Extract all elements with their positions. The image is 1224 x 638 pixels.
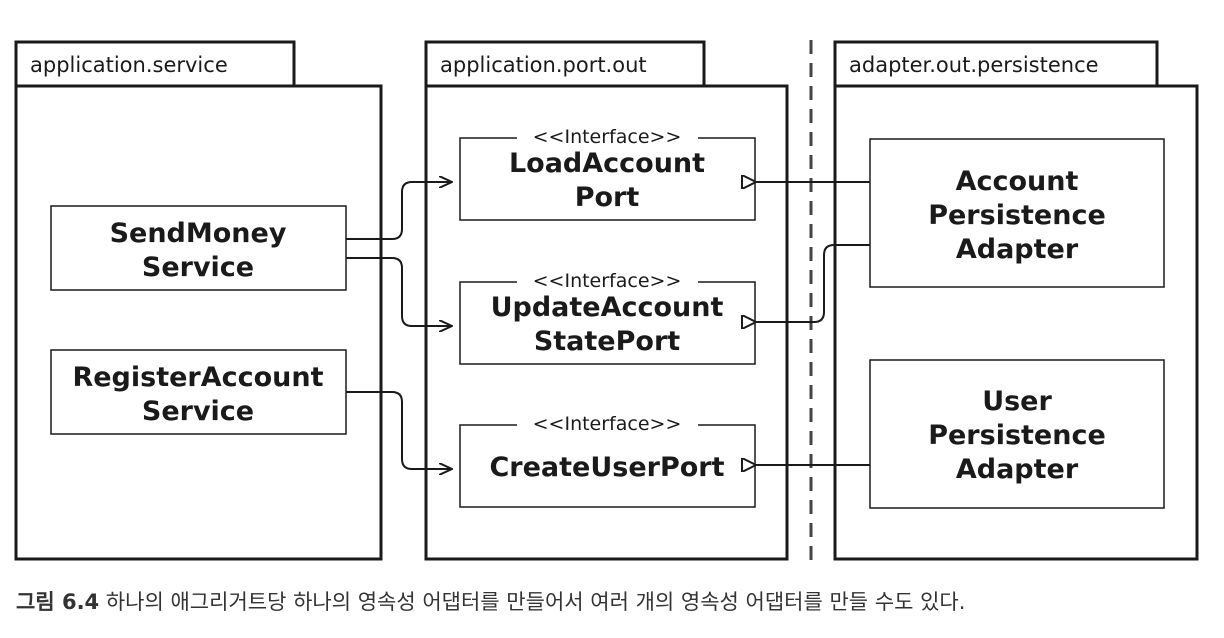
adapter-box-account-persistence: Account Persistence Adapter: [869, 138, 1165, 288]
stereotype-label: <<Interface>>: [533, 126, 682, 148]
figure-number: 그림 6.4: [16, 590, 100, 614]
adapter-name-line: Persistence: [928, 200, 1106, 231]
adapter-name-line: Persistence: [928, 420, 1106, 451]
architecture-diagram: application.service application.port.out…: [14, 40, 1199, 562]
dependency-arrow-sendmoney-to-loadaccount: [346, 182, 452, 240]
port-name-line: LoadAccount: [509, 148, 705, 179]
port-box-load-account: <<Interface>> LoadAccount Port: [459, 126, 756, 221]
port-name-line: CreateUserPort: [489, 452, 724, 483]
adapter-name-line: Adapter: [956, 234, 1079, 265]
package-label: adapter.out.persistence: [849, 53, 1099, 77]
implements-arrow-account-to-updateaccountstate: [756, 244, 870, 322]
adapter-name-line: User: [982, 386, 1052, 417]
adapter-box-user-persistence: User Persistence Adapter: [869, 359, 1165, 509]
package-label: application.port.out: [440, 53, 647, 77]
service-box-send-money: SendMoney Service: [50, 205, 347, 291]
service-name-line: Service: [142, 252, 254, 283]
port-name-line: Port: [575, 182, 640, 213]
service-box-register-account: RegisterAccount Service: [50, 349, 347, 435]
figure-caption: 그림 6.4 하나의 애그리거트당 하나의 영속성 어댑터를 만들어서 여러 개…: [16, 586, 965, 616]
package-application-service: application.service: [14, 40, 383, 561]
service-name-line: Service: [142, 396, 254, 427]
port-box-create-user: <<Interface>> CreateUserPort: [459, 413, 756, 508]
stereotype-label: <<Interface>>: [533, 413, 682, 435]
adapter-name-line: Account: [956, 166, 1079, 197]
service-name-line: RegisterAccount: [72, 362, 323, 393]
figure-caption-text: 하나의 애그리거트당 하나의 영속성 어댑터를 만들어서 여러 개의 영속성 어…: [105, 590, 966, 614]
stereotype-label: <<Interface>>: [533, 270, 682, 292]
adapter-name-line: Adapter: [956, 454, 1079, 485]
port-name-line: UpdateAccount: [491, 292, 724, 323]
port-box-update-account-state: <<Interface>> UpdateAccount StatePort: [459, 270, 756, 365]
dependency-arrow-sendmoney-to-updateaccountstate: [346, 257, 452, 326]
package-label: application.service: [30, 53, 228, 77]
service-name-line: SendMoney: [110, 218, 287, 249]
dependency-arrow-registeraccount-to-createuser: [346, 391, 452, 469]
port-name-line: StatePort: [534, 326, 680, 357]
